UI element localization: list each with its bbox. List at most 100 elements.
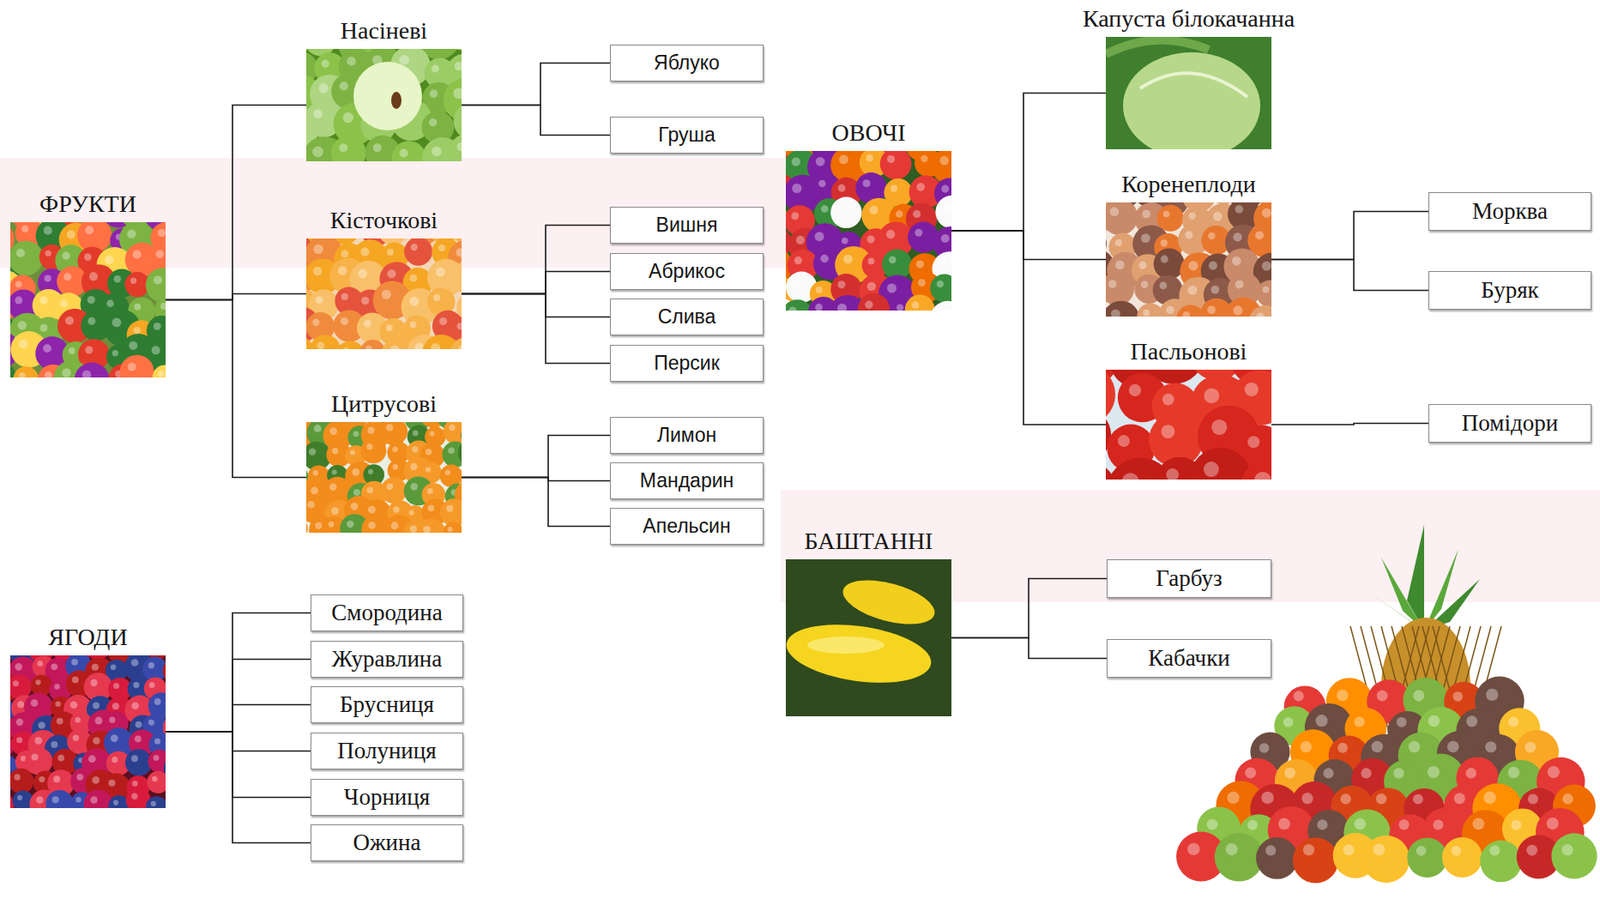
highlight bbox=[414, 342, 423, 350]
heading-wrap: Капуста білокачанна bbox=[1082, 5, 1295, 33]
highlight bbox=[456, 142, 462, 152]
node-heading: Цитрусові bbox=[331, 390, 437, 417]
highlight bbox=[1353, 716, 1365, 727]
highlight bbox=[1117, 434, 1130, 447]
fruit-shape bbox=[148, 749, 166, 773]
highlight bbox=[815, 303, 823, 311]
highlight bbox=[55, 700, 61, 707]
fruit-shape bbox=[309, 334, 341, 350]
fruit-shape bbox=[1479, 840, 1522, 883]
highlight bbox=[353, 430, 360, 437]
tree-connector bbox=[951, 579, 1107, 639]
highlight bbox=[1232, 305, 1243, 315]
highlight bbox=[332, 447, 339, 454]
highlight bbox=[1447, 741, 1460, 754]
highlight bbox=[458, 344, 462, 350]
highlight bbox=[1211, 419, 1227, 435]
highlight bbox=[1416, 845, 1427, 857]
highlight bbox=[112, 350, 119, 357]
highlight bbox=[427, 488, 434, 495]
highlight bbox=[936, 280, 944, 288]
highlight bbox=[1255, 230, 1264, 240]
item-label: Груша bbox=[658, 123, 715, 147]
highlight bbox=[1408, 741, 1420, 753]
item-label: Яблуко bbox=[653, 51, 720, 75]
highlight bbox=[920, 155, 928, 163]
highlight bbox=[1207, 232, 1216, 241]
highlight bbox=[66, 229, 76, 239]
highlight bbox=[815, 231, 825, 242]
heading-wrap: БАШТАННІ bbox=[804, 527, 934, 556]
highlight bbox=[350, 449, 356, 455]
highlight bbox=[1141, 210, 1151, 219]
highlight bbox=[818, 180, 826, 188]
highlight bbox=[329, 483, 337, 490]
node-heading: Кісточкові bbox=[330, 206, 438, 234]
highlight bbox=[399, 148, 409, 157]
item-box: Абрикос bbox=[609, 253, 764, 290]
highlight bbox=[368, 469, 374, 475]
fruit-shape bbox=[1157, 205, 1184, 232]
picture bbox=[1105, 36, 1272, 150]
highlight bbox=[386, 269, 396, 278]
highlight bbox=[1278, 817, 1291, 830]
highlight bbox=[154, 698, 162, 706]
tree-connector bbox=[951, 230, 1106, 425]
highlight bbox=[331, 507, 339, 515]
highlight bbox=[110, 734, 119, 743]
cabbage-head bbox=[1123, 52, 1261, 150]
highlight bbox=[313, 108, 323, 119]
highlight bbox=[1336, 689, 1349, 702]
node-heading: ОВОЧІ bbox=[832, 119, 906, 146]
highlight bbox=[865, 154, 874, 163]
highlight bbox=[410, 463, 417, 471]
fruit-shape bbox=[935, 195, 952, 230]
tree-connector bbox=[951, 93, 1106, 232]
tree-connector bbox=[165, 105, 307, 301]
fruit-shape bbox=[443, 422, 462, 445]
highlight bbox=[896, 304, 904, 311]
highlight bbox=[14, 296, 23, 305]
fruit-shape bbox=[442, 522, 462, 533]
highlight bbox=[1235, 205, 1244, 214]
highlight bbox=[895, 210, 904, 218]
highlight bbox=[373, 143, 382, 152]
highlight bbox=[21, 225, 29, 233]
tree-connector bbox=[461, 294, 610, 318]
highlight bbox=[92, 736, 100, 744]
highlight bbox=[1129, 384, 1142, 397]
highlight bbox=[1508, 766, 1521, 779]
highlight bbox=[886, 229, 895, 239]
fruit-shape bbox=[152, 365, 166, 378]
highlight bbox=[68, 347, 76, 355]
tree-connector bbox=[165, 294, 307, 301]
highlight bbox=[313, 266, 322, 276]
highlight bbox=[1226, 791, 1239, 804]
highlight bbox=[912, 210, 921, 218]
highlight bbox=[368, 506, 376, 514]
highlight bbox=[160, 302, 166, 310]
highlight bbox=[821, 205, 829, 213]
node-heading: Насіневі bbox=[340, 17, 428, 44]
highlight bbox=[90, 796, 98, 804]
highlight bbox=[1396, 717, 1407, 728]
highlight bbox=[132, 326, 141, 335]
highlight bbox=[313, 470, 319, 476]
cabbage-leaf bbox=[1105, 40, 1209, 55]
highlight bbox=[18, 339, 29, 350]
highlight bbox=[448, 424, 455, 431]
highlight bbox=[350, 502, 359, 511]
highlight bbox=[1244, 382, 1259, 397]
fruit-shape bbox=[929, 273, 952, 302]
highlight bbox=[939, 156, 949, 166]
highlight bbox=[1207, 819, 1219, 831]
highlight bbox=[1110, 308, 1121, 317]
highlight bbox=[1189, 211, 1196, 219]
item-label: Ожина bbox=[352, 829, 421, 857]
heading-wrap: ЯГОДИ bbox=[48, 623, 127, 652]
highlight bbox=[1208, 261, 1218, 271]
highlight bbox=[131, 701, 139, 710]
highlight bbox=[316, 341, 325, 350]
fruit-shape bbox=[1105, 301, 1140, 317]
highlight bbox=[72, 676, 79, 684]
